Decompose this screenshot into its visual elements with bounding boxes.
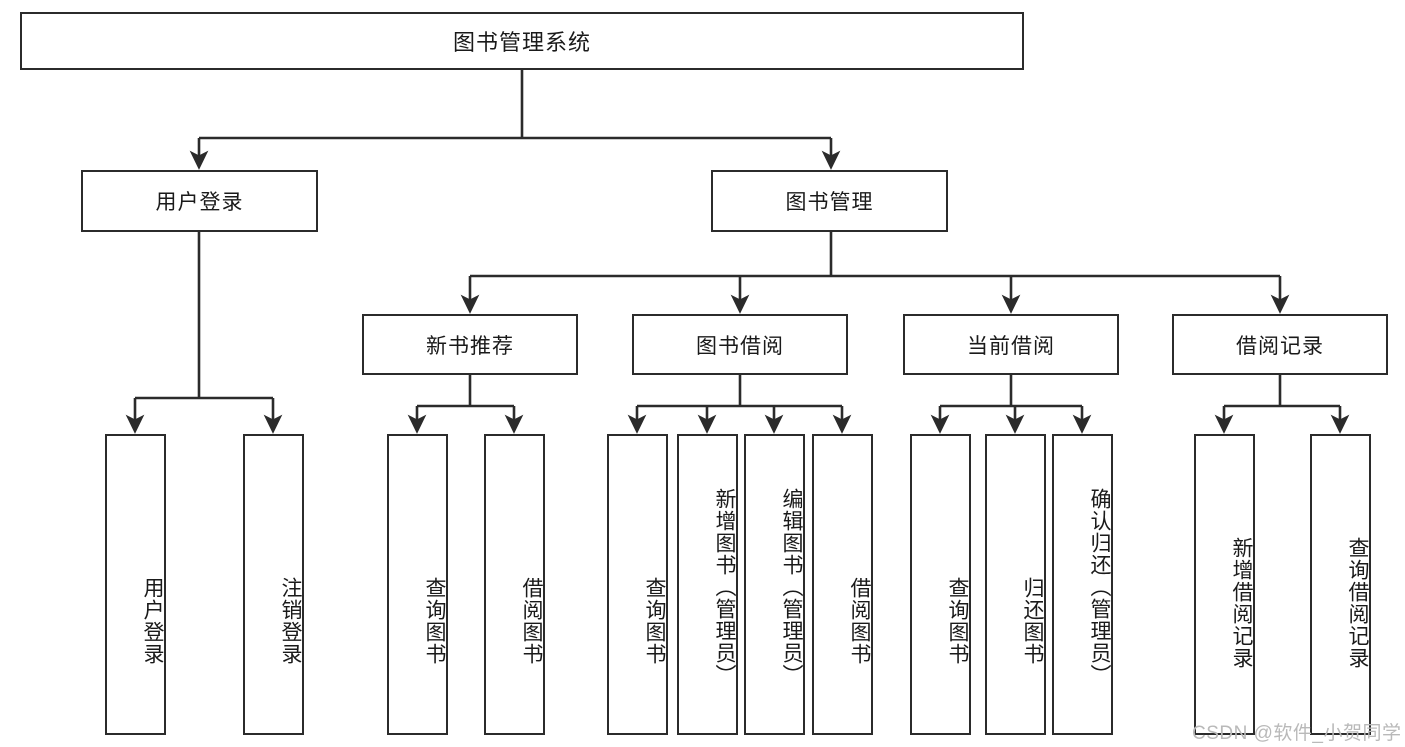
leaf-edit-book-admin[interactable]: 编辑图书（管理员） [744,434,805,735]
node-current-borrow[interactable]: 当前借阅 [903,314,1119,375]
node-book-manage[interactable]: 图书管理 [711,170,948,232]
leaf-confirm-return-admin[interactable]: 确认归还（管理员） [1052,434,1113,735]
node-borrow-record[interactable]: 借阅记录 [1172,314,1388,375]
node-user-login[interactable]: 用户登录 [81,170,318,232]
leaf-add-borrow-record[interactable]: 新增借阅记录 [1194,434,1255,735]
node-book-borrow[interactable]: 图书借阅 [632,314,848,375]
leaf-query-book-recommend[interactable]: 查询图书 [387,434,448,735]
leaf-logout[interactable]: 注销登录 [243,434,304,735]
leaf-query-book-borrow[interactable]: 查询图书 [607,434,668,735]
csdn-watermark: CSDN @软件_小贺同学 [1192,723,1402,744]
node-new-book-recommend[interactable]: 新书推荐 [362,314,578,375]
leaf-borrow-book[interactable]: 借阅图书 [812,434,873,735]
leaf-query-borrow-record[interactable]: 查询借阅记录 [1310,434,1371,735]
leaf-borrow-book-recommend[interactable]: 借阅图书 [484,434,545,735]
leaf-query-book-current[interactable]: 查询图书 [910,434,971,735]
leaf-return-book[interactable]: 归还图书 [985,434,1046,735]
node-root-system[interactable]: 图书管理系统 [20,12,1024,70]
leaf-add-book-admin[interactable]: 新增图书（管理员） [677,434,738,735]
leaf-user-login[interactable]: 用户登录 [105,434,166,735]
